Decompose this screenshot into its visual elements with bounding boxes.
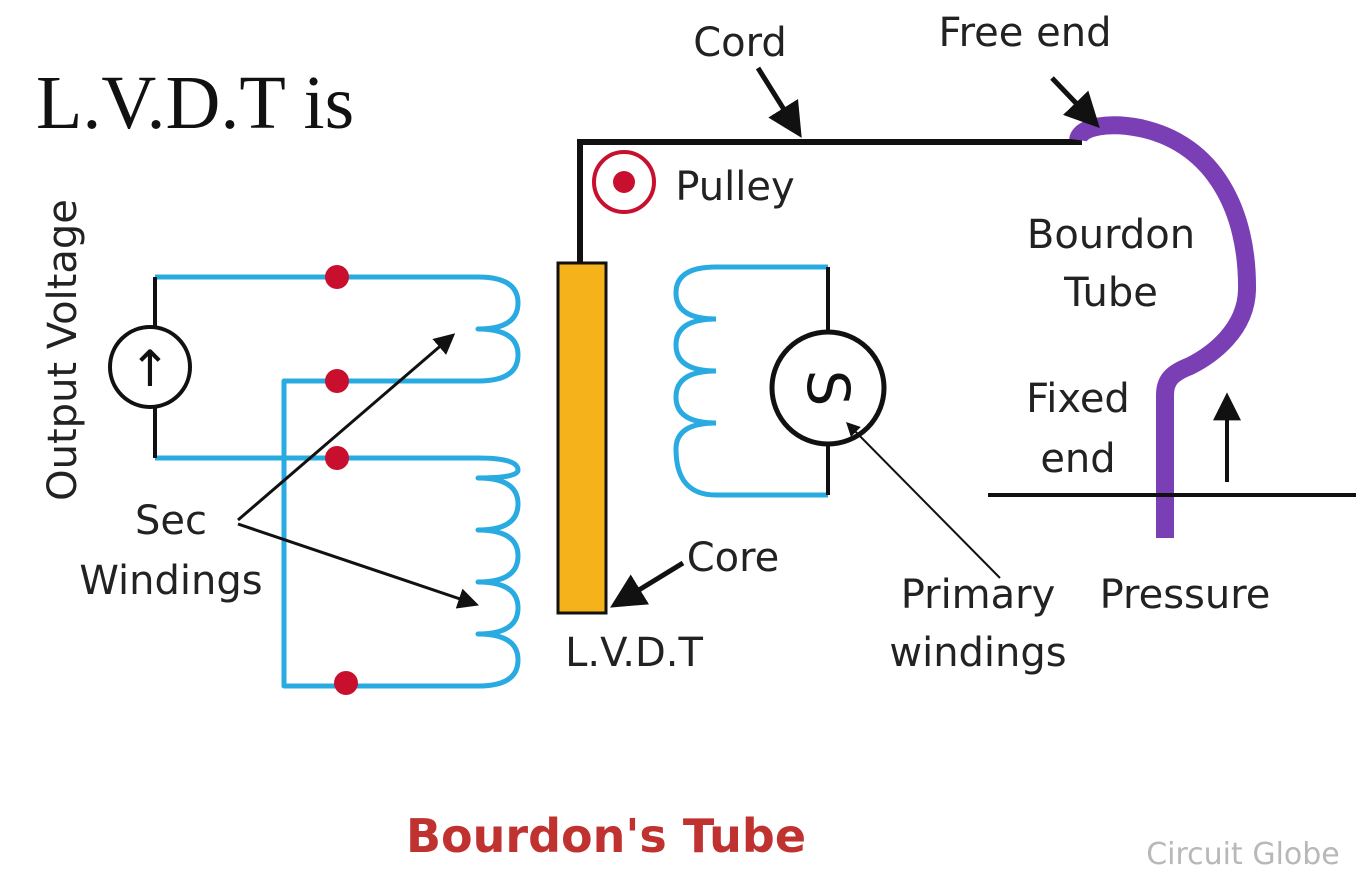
- primary-windings-label-line1: Primary: [901, 572, 1056, 618]
- svg-text:↑: ↑: [129, 340, 171, 398]
- pulley-label: Pulley: [675, 164, 794, 210]
- sec-windings-label-line2: Windings: [79, 558, 262, 604]
- free-end-pointer-arrow: [1050, 76, 1100, 129]
- terminal-dot: [325, 265, 349, 289]
- output-voltage-label: Output Voltage: [40, 199, 86, 501]
- terminal-dots: [325, 265, 358, 695]
- primary-windings-label-line2: windings: [889, 630, 1066, 676]
- cord-label: Cord: [693, 20, 787, 66]
- svg-text:S: S: [794, 370, 862, 407]
- lvdt-label: L.V.D.T: [565, 630, 703, 676]
- free-end-label: Free end: [939, 10, 1112, 56]
- terminal-dot: [334, 671, 358, 695]
- sec-winding-pointer-arrow: [237, 522, 479, 609]
- primary-winding: [673, 264, 828, 498]
- cord-pointer-arrow: [755, 66, 802, 138]
- cord-line: [577, 139, 1082, 262]
- core-label: Core: [687, 535, 780, 581]
- caption-title: Bourdon's Tube: [406, 809, 806, 863]
- bourdon-tube-label-line1: Bourdon: [1027, 212, 1195, 258]
- secondary-windings: [155, 274, 521, 689]
- primary-pointer-arrow: [846, 422, 1001, 579]
- bourdon-tube: [1069, 116, 1257, 538]
- core-pointer-arrow: [610, 560, 685, 608]
- terminal-dot: [325, 446, 349, 470]
- sec-windings-label-line1: Sec: [135, 498, 207, 544]
- lvdt-core: [556, 261, 608, 615]
- fixed-end-label-line2: end: [1040, 436, 1115, 482]
- credit-watermark: Circuit Globe: [1146, 837, 1340, 869]
- terminal-dot: [325, 369, 349, 393]
- pressure-label: Pressure: [1100, 572, 1271, 618]
- fixed-end-label-line1: Fixed: [1026, 376, 1130, 422]
- ac-source-icon: S: [769, 329, 887, 447]
- pulley-icon: [592, 150, 656, 214]
- sec-winding-pointer-arrow: [237, 333, 456, 522]
- voltmeter-icon: ↑: [108, 325, 192, 409]
- heading-text: L.V.D.T is: [36, 61, 354, 145]
- bourdon-tube-label-line2: Tube: [1063, 270, 1158, 316]
